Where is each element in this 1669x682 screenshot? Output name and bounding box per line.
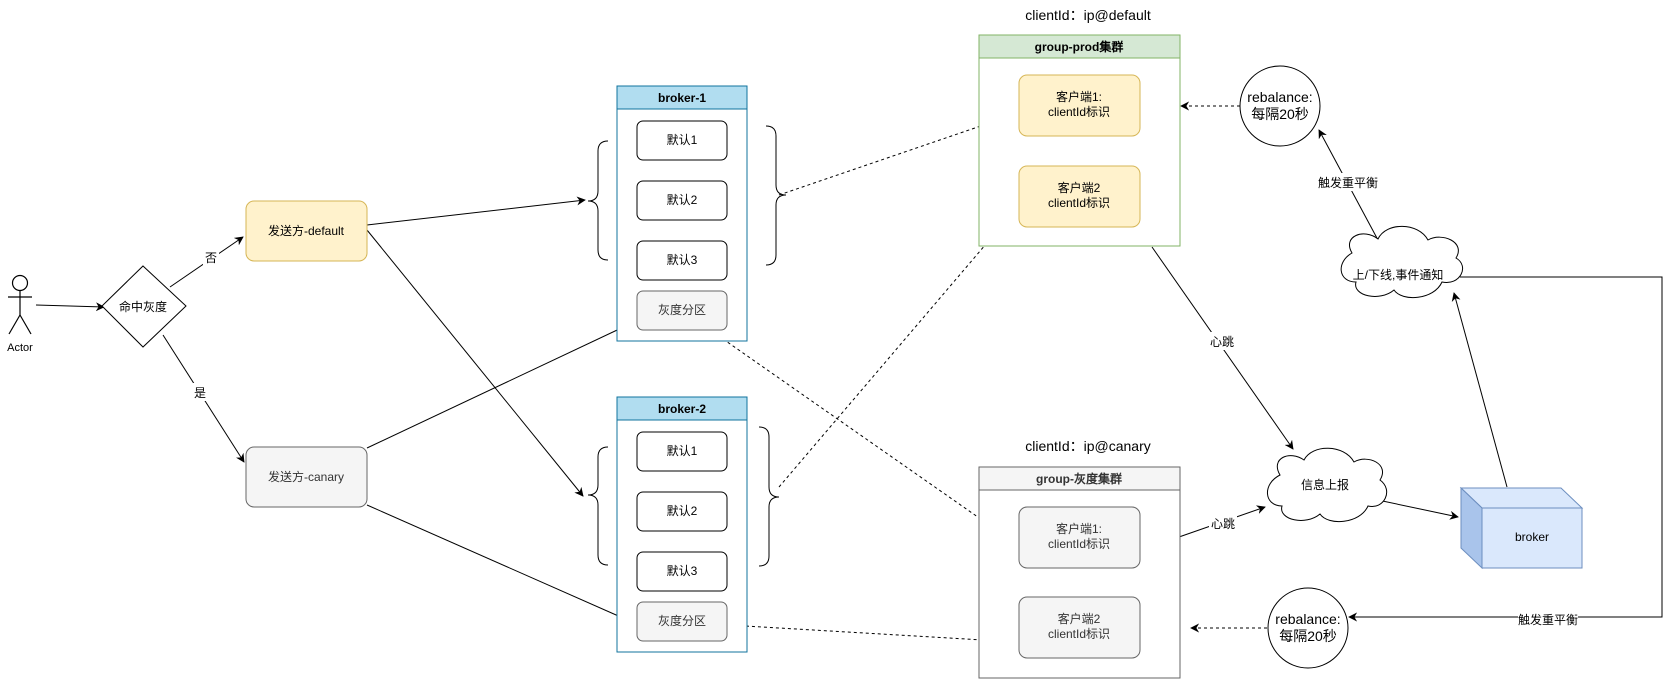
- svg-text:灰度分区: 灰度分区: [658, 302, 706, 317]
- broker-cube: broker: [1459, 486, 1584, 570]
- edge-event-cloud-to-rebalance-bottom: [1348, 276, 1663, 622]
- svg-text:心跳: 心跳: [1211, 517, 1235, 531]
- edge-broker-to-event-cloud: [1451, 292, 1508, 488]
- actor-head-icon: [11, 274, 29, 292]
- edge-label-heartbeat-canary: 心跳: [1209, 514, 1237, 532]
- broker2-partition-2: [636, 491, 728, 532]
- sender-canary-label: 发送方-canary: [268, 469, 344, 484]
- svg-text:每隔20秒: 每隔20秒: [1251, 106, 1309, 122]
- edge-canary-to-broker1-gray: [366, 322, 633, 449]
- rebalance-bottom: rebalance: 每隔20秒: [1267, 587, 1349, 669]
- decision-node: 命中灰度: [101, 265, 187, 348]
- actor-label: Actor: [7, 342, 33, 354]
- sender-default-label: 发送方-default: [268, 223, 345, 238]
- broker1-container: broker-1 默认1 默认2 默认3 灰度分区: [616, 85, 748, 342]
- svg-text:rebalance:: rebalance:: [1247, 89, 1312, 105]
- edge-broker2-gray-to-canary-client2: [727, 624, 1018, 647]
- svg-text:触发重平衡: 触发重平衡: [1318, 175, 1378, 190]
- svg-text:默认3: 默认3: [667, 563, 698, 578]
- edge-brace2-to-prod-client2: [778, 209, 1016, 488]
- prod-group-title: group-prod集群: [1035, 39, 1124, 54]
- edge-label-no: 否: [203, 248, 219, 266]
- edge-info-to-broker: [1372, 498, 1459, 520]
- broker1-title: broker-1: [658, 91, 706, 105]
- edge-brace1-to-prod-client1: [778, 115, 1008, 196]
- prod-group-caption: clientId：ip@default: [1025, 7, 1151, 23]
- svg-text:clientId标识: clientId标识: [1048, 537, 1110, 551]
- prod-group-container: group-prod集群 客户端1: clientId标识 客户端2 clien…: [978, 34, 1181, 247]
- broker2-title: broker-2: [658, 402, 706, 416]
- svg-text:灰度分区: 灰度分区: [658, 613, 706, 628]
- info-report-cloud: 信息上报: [1267, 447, 1388, 523]
- svg-text:clientId标识: clientId标识: [1048, 627, 1110, 641]
- prod-client-2: [1018, 165, 1141, 228]
- rebalance-top: rebalance: 每隔20秒: [1239, 65, 1321, 147]
- sender-default: 发送方-default: [245, 200, 368, 262]
- edge-label-heartbeat-prod: 心跳: [1208, 332, 1236, 350]
- broker1-partition-1: [636, 120, 728, 161]
- svg-text:默认1: 默认1: [667, 132, 698, 147]
- broker2-partition-3: [636, 551, 728, 592]
- edge-label-trigger-bottom: 触发重平衡: [1518, 610, 1578, 628]
- broker2-container: broker-2 默认1 默认2 默认3 灰度分区: [616, 396, 748, 653]
- broker2-left-brace: [587, 446, 609, 566]
- svg-text:是: 是: [194, 386, 206, 400]
- svg-text:客户端1:: 客户端1:: [1056, 521, 1102, 536]
- svg-text:clientId标识: clientId标识: [1048, 196, 1110, 210]
- broker1-partition-3: [636, 240, 728, 281]
- edge-default-to-broker2: [366, 229, 584, 497]
- canary-group-title: group-灰度集群: [1036, 471, 1122, 486]
- broker1-partition-2: [636, 180, 728, 221]
- sender-canary: 发送方-canary: [245, 446, 368, 508]
- broker1-partition-gray: [636, 290, 728, 331]
- svg-text:clientId标识: clientId标识: [1048, 105, 1110, 119]
- edge-canary-to-broker2-gray: [366, 504, 633, 623]
- svg-text:客户端2: 客户端2: [1058, 611, 1101, 626]
- broker2-right-brace: [758, 426, 780, 567]
- edges: [35, 129, 1663, 623]
- edge-label-trigger-top: 触发重平衡: [1318, 173, 1378, 191]
- prod-client-1: [1018, 74, 1141, 137]
- svg-text:默认2: 默认2: [667, 192, 698, 207]
- svg-text:触发重平衡: 触发重平衡: [1518, 612, 1578, 627]
- svg-text:否: 否: [205, 251, 217, 265]
- event-notify-label: 上/下线,事件通知: [1353, 268, 1444, 282]
- dashed-edges: [712, 101, 1267, 647]
- svg-text:默认2: 默认2: [667, 503, 698, 518]
- info-report-label: 信息上报: [1301, 477, 1349, 492]
- edge-label-yes: 是: [192, 383, 208, 401]
- broker1-right-brace: [765, 125, 787, 266]
- actor: [8, 274, 32, 335]
- svg-text:心跳: 心跳: [1210, 335, 1234, 349]
- svg-text:默认3: 默认3: [667, 252, 698, 267]
- svg-text:默认1: 默认1: [667, 443, 698, 458]
- svg-text:客户端2: 客户端2: [1058, 180, 1101, 195]
- edge-broker1-gray-to-canary-client1: [712, 331, 1006, 537]
- edge-default-to-broker1: [366, 196, 586, 226]
- edge-actor-to-decision: [35, 302, 105, 312]
- decision-label: 命中灰度: [119, 299, 167, 314]
- svg-text:每隔20秒: 每隔20秒: [1279, 628, 1337, 644]
- canary-group-caption: clientId：ip@canary: [1025, 438, 1151, 454]
- canary-client-1: [1018, 506, 1141, 569]
- broker2-partition-gray: [636, 601, 728, 642]
- broker1-left-brace: [587, 140, 609, 261]
- event-notify-cloud: 上/下线,事件通知: [1340, 225, 1463, 299]
- canary-client-2: [1018, 596, 1141, 659]
- broker2-partition-1: [636, 431, 728, 472]
- svg-text:客户端1:: 客户端1:: [1056, 89, 1102, 104]
- canary-group-container: group-灰度集群 客户端1: clientId标识 客户端2 clientI…: [978, 466, 1181, 679]
- svg-text:rebalance:: rebalance:: [1275, 611, 1340, 627]
- broker-cube-label: broker: [1515, 530, 1549, 544]
